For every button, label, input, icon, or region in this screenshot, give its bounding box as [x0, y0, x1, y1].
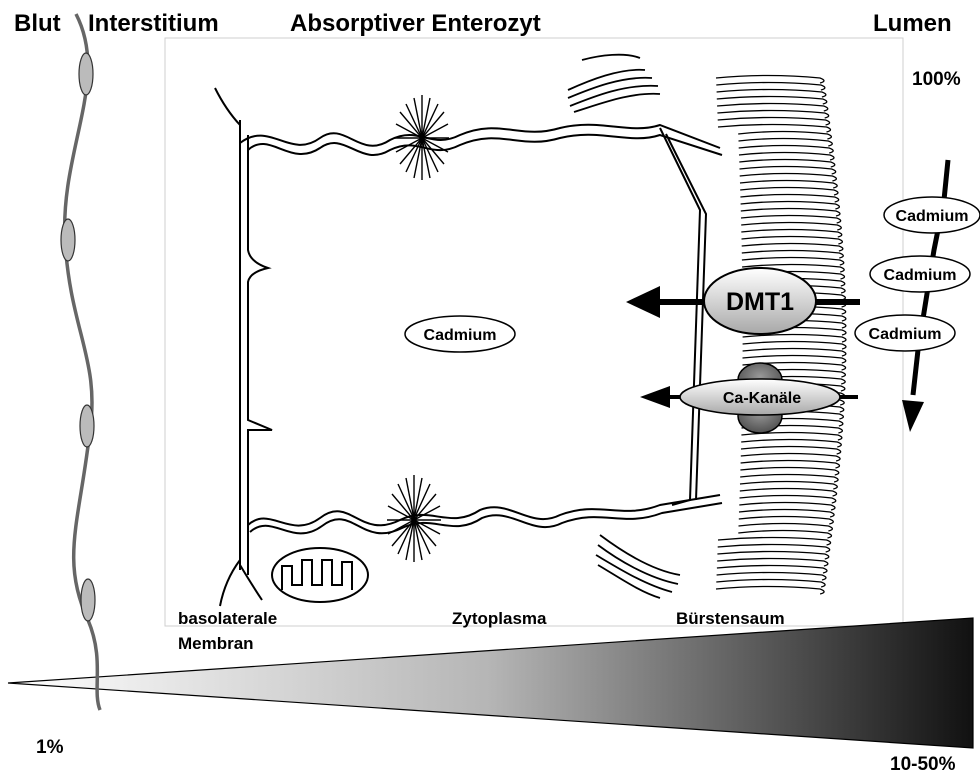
header-blood: Blut: [14, 10, 61, 38]
region-brush-border: Bürstensaum: [676, 609, 785, 629]
cadmium-lumen-label: Cadmium: [896, 208, 969, 225]
microvillus: [718, 125, 831, 133]
luminal-flow-arrowhead: [902, 400, 924, 432]
dmt1-label: DMT1: [726, 288, 794, 316]
red-blood-cell: [79, 53, 93, 95]
red-blood-cell: [61, 219, 75, 261]
region-cytoplasm: Zytoplasma: [452, 609, 546, 629]
concentration-gradient-wedge: [8, 618, 973, 748]
header-enterocyte: Absorptiver Enterozyt: [290, 10, 541, 38]
header-interstitium: Interstitium: [88, 10, 219, 38]
basolateral-membrane: [215, 88, 272, 606]
desmosome-top: [395, 95, 449, 180]
ca-channel-arrowhead: [640, 386, 670, 408]
cadmium-lumen-label: Cadmium: [884, 267, 957, 284]
red-blood-cell: [81, 579, 95, 621]
header-lumen: Lumen: [873, 10, 952, 38]
golgi-stack-bottom: [596, 535, 680, 598]
red-blood-cell: [80, 405, 94, 447]
desmosome-bottom: [387, 475, 441, 562]
cadmium-intracellular-label: Cadmium: [424, 327, 497, 344]
microvillus: [738, 531, 831, 539]
dmt1-arrowhead: [626, 286, 660, 318]
cadmium-lumen-label: Cadmium: [869, 326, 942, 343]
region-basolateral-membrane-line2: Membran: [178, 634, 254, 654]
ca-channel-label: Ca-Kanäle: [723, 390, 801, 407]
mitochondrion: [272, 548, 368, 602]
region-basolateral-membrane-line1: basolaterale: [178, 609, 277, 629]
brush-border-microvilli: [716, 76, 846, 595]
microvillus: [716, 587, 824, 595]
concentration-blood: 1%: [36, 737, 63, 759]
golgi-stack-top: [568, 55, 660, 112]
concentration-lumen: 100%: [912, 69, 961, 91]
concentration-gradient-end: 10-50%: [890, 754, 956, 776]
